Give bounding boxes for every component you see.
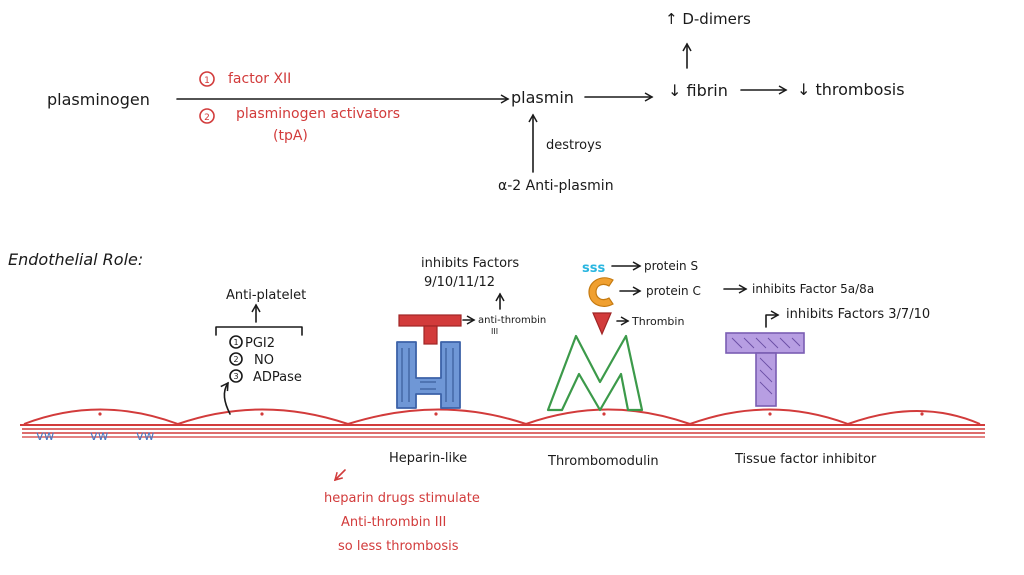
cell-nucleus (602, 412, 606, 416)
tfi-label: Tissue factor inhibitor (734, 452, 877, 467)
plasminogen-label: plasminogen (47, 90, 150, 109)
vw-mark: vw (36, 429, 55, 444)
heparin-inhibits-line1: inhibits Factors (421, 256, 519, 271)
protein-s-label: protein S (644, 259, 698, 273)
activator-1-circle (199, 71, 215, 87)
d-dimers-label: ↑ D-dimers (665, 10, 751, 28)
no-label: NO (254, 353, 274, 368)
destroys-label: destroys (546, 138, 602, 153)
heparin-note-line2: Anti-thrombin III (341, 515, 446, 530)
protein-s-glyph: sss (582, 261, 605, 276)
tfi-to-inhibits-arrow (765, 310, 780, 328)
activator-2-number: 2 (204, 113, 210, 123)
cell-nucleus (434, 412, 438, 416)
item-2-number: 2 (233, 355, 238, 364)
protein-c-shape (588, 277, 614, 307)
activator-plasminogen-activators: plasminogen activators (236, 106, 400, 122)
cell-nucleus (260, 412, 264, 416)
tissue-factor-inhibitor-group: inhibits Factors 3/7/10 Tissue factor in… (725, 307, 930, 467)
vw-mark: vw (136, 429, 155, 444)
heparin-note-arrow (333, 469, 346, 482)
item-3-circle (229, 369, 243, 383)
alpha2-antiplasmin-label: α-2 Anti-plasmin (498, 178, 614, 194)
vw-mark: vw (90, 429, 109, 444)
heparin-inhibits-line2: 9/10/11/12 (424, 275, 495, 290)
thrombomodulin-group: sss protein S protein C inhibits Factor … (546, 259, 874, 469)
cell-nucleus (768, 412, 772, 416)
thrombomodulin-label: Thrombomodulin (547, 454, 659, 469)
heparin-note-line1: heparin drugs stimulate (324, 491, 480, 506)
endothelial-cells (23, 408, 981, 426)
antithrombin-t-bar (398, 314, 462, 327)
cell-nucleus (98, 412, 102, 416)
thrombosis-label: ↓ thrombosis (797, 80, 905, 99)
item-1-circle (229, 335, 243, 349)
heparin-like-label: Heparin-like (389, 451, 467, 466)
fibrin-label: ↓ fibrin (668, 81, 728, 100)
heparin-like-group: inhibits Factors 9/10/11/12 anti-thrombi… (324, 256, 546, 554)
antiplatelet-bracket (215, 326, 303, 336)
heparin-h-hatching (401, 348, 454, 402)
heparin-h-shape (396, 341, 461, 409)
item-1-number: 1 (233, 338, 238, 347)
adpase-label: ADPase (253, 370, 302, 385)
thrombin-label: Thrombin (631, 315, 684, 328)
item-2-circle (229, 352, 243, 366)
tfi-inhibits-label: inhibits Factors 3/7/10 (786, 307, 930, 322)
fibrinolysis-pathway: plasminogen 1 factor XII 2 plasminogen a… (47, 10, 905, 194)
antiplatelet-group: Anti-platelet 1 PGI2 2 NO 3 ADPase (215, 288, 306, 415)
antithrombin-label: anti-thrombin (478, 315, 546, 326)
pgi2-label: PGI2 (245, 336, 275, 351)
activator-tpa: (tpA) (273, 128, 308, 144)
antiplatelet-title: Anti-platelet (226, 288, 306, 303)
thrombomodulin-m-shape (546, 334, 644, 412)
activator-2-circle (199, 108, 215, 124)
activator-1-number: 1 (204, 76, 210, 86)
tfi-t-stem (755, 352, 777, 407)
protein-c-effect: inhibits Factor 5a/8a (752, 282, 874, 296)
thrombin-triangle (592, 312, 612, 336)
tfi-t-hatching (731, 337, 801, 395)
item-3-number: 3 (233, 372, 238, 381)
endothelial-role-heading: Endothelial Role: (8, 250, 143, 269)
tfi-t-bar (725, 332, 805, 354)
plasmin-label: plasmin (511, 88, 574, 107)
activator-factor-xii: factor XII (228, 71, 291, 87)
endothelium-to-antiplatelet-arrow (220, 381, 231, 415)
antithrombin-roman: III (491, 327, 498, 336)
cell-nucleus (920, 412, 924, 416)
antithrombin-t-stem (423, 325, 438, 345)
heparin-note-line3: so less thrombosis (338, 539, 459, 554)
endothelium-layer: vw vw vw (20, 408, 985, 444)
protein-c-label: protein C (646, 284, 701, 298)
